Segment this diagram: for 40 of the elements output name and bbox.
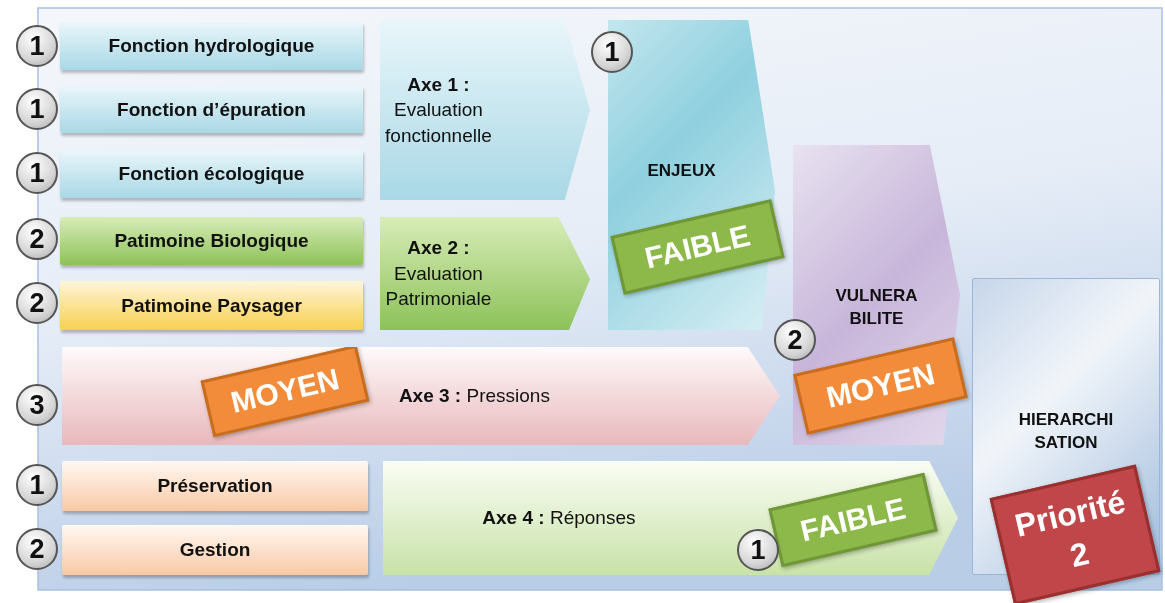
response-box [62,461,368,511]
rating-label: MOYEN [822,355,939,416]
callout-number: 2 [16,528,58,570]
axis-chevron [380,217,590,330]
heritage-box [60,281,363,330]
callout-number: 1 [16,25,58,67]
node-label: Patimoine Paysager [121,293,302,318]
node-label: Axe 4 : Réponses [482,506,636,531]
node-label: ENJEUX [647,160,716,182]
rating-label: Priorité 2 [1010,482,1130,577]
callout-number: 3 [16,384,58,426]
function-box [60,86,363,133]
rating-label: MOYEN [226,360,344,421]
callout-number: 2 [16,282,58,324]
node-label: VULNERA BILITE [834,285,919,330]
axis-heading: Axe 2 : [407,236,470,261]
axis-arrow-band [383,461,958,575]
node-label: Fonction d’épuration [117,97,306,122]
function-box [60,150,363,198]
axis-heading: Axe 1 : [407,72,470,97]
node-label: HIERARCHI SATION [1017,409,1115,454]
callout-number: 1 [16,152,58,194]
callout-number: 1 [16,464,58,506]
node-label: Gestion [179,538,251,563]
rating-label: FAIBLE [796,490,910,550]
node-label: Axe 3 : Pressions [398,384,550,409]
response-box [62,525,368,575]
function-box [60,22,363,70]
heritage-box [60,217,363,265]
node-label: Fonction écologique [118,162,305,187]
callout-number: 1 [16,88,58,130]
axis-chevron [380,20,590,200]
node-label: Préservation [157,474,273,499]
node-label: Evaluation fonctionnelle [384,98,493,148]
axis-arrow-band [62,347,780,445]
rating-label: FAIBLE [640,217,754,277]
node-label: Evaluation Patrimoniale [384,261,493,312]
node-label: Fonction hydrologique [108,34,315,59]
node-label: Patimoine Biologique [114,229,309,254]
callout-number: 2 [16,218,58,260]
